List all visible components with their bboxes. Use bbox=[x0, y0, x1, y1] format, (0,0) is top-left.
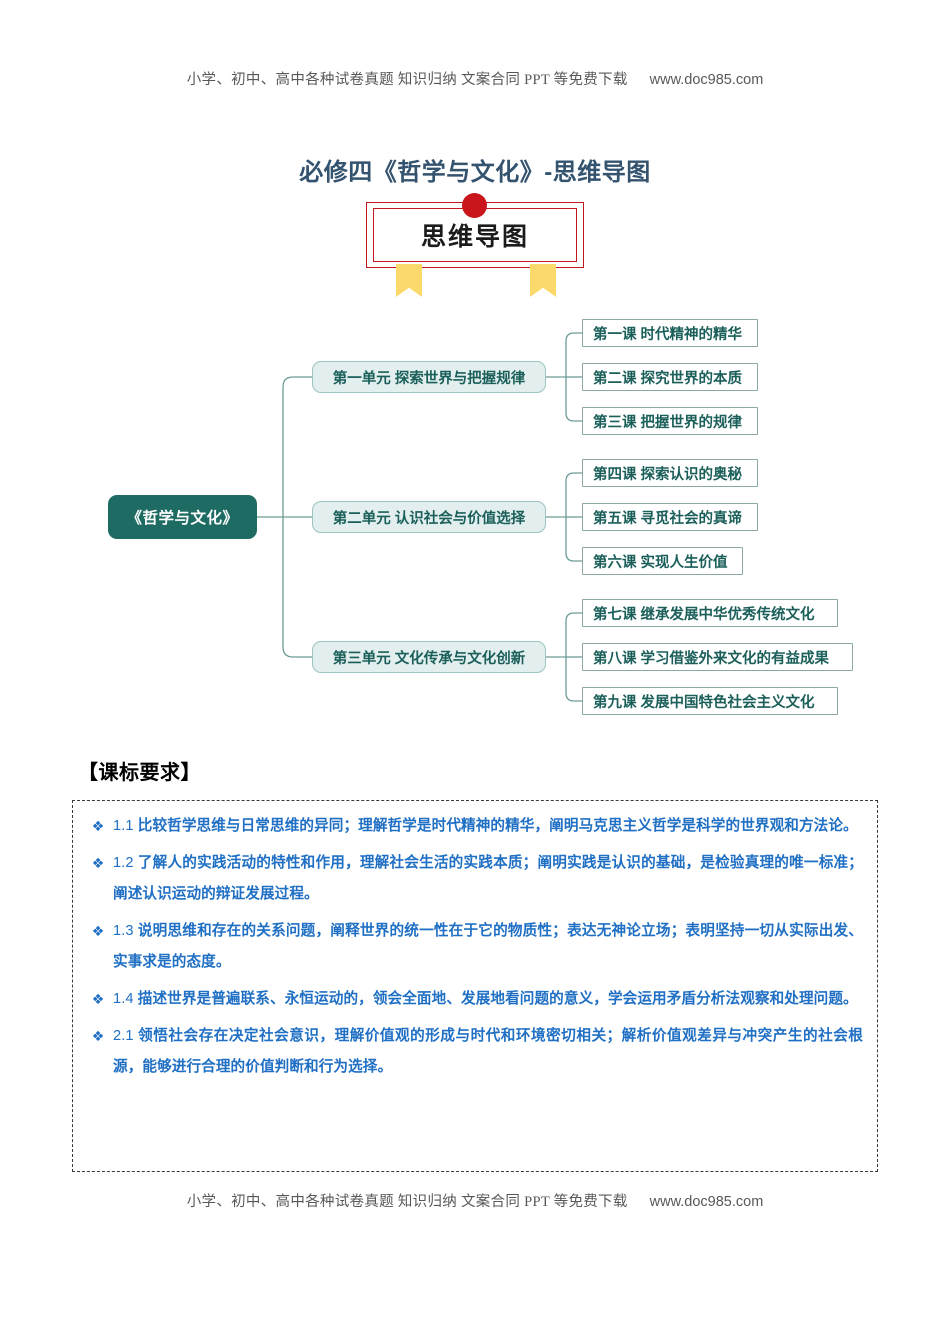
requirement-body: 了解人的实践活动的特性和作用，理解社会生活的实践本质；阐明实践是认识的基础，是检… bbox=[113, 855, 863, 902]
requirement-item: ❖ 1.4 描述世界是普遍联系、永恒运动的，领会全面地、发展地看问题的意义，学会… bbox=[83, 984, 863, 1015]
requirement-number: 1.1 bbox=[113, 818, 138, 834]
mindmap-unit-node-2[interactable]: 第二单元 认识社会与价值选择 bbox=[312, 501, 546, 533]
requirement-body: 描述世界是普遍联系、永恒运动的，领会全面地、发展地看问题的意义，学会运用矛盾分析… bbox=[137, 991, 858, 1007]
mindmap-lesson-node-1-1[interactable]: 第一课 时代精神的精华 bbox=[582, 319, 758, 347]
requirement-body: 领悟社会存在决定社会意识，理解价值观的形成与时代和环境密切相关；解析价值观差异与… bbox=[113, 1028, 863, 1075]
mindmap-lesson-node-2-2[interactable]: 第五课 寻觅社会的真谛 bbox=[582, 503, 758, 531]
diamond-bullet-icon: ❖ bbox=[91, 991, 105, 1007]
banner-title: 思维导图 bbox=[420, 223, 529, 251]
ribbon-bookmark-left-icon bbox=[396, 264, 422, 297]
mindmap-root-node[interactable]: 《哲学与文化》 bbox=[108, 495, 257, 539]
mindmap-lesson-node-3-3[interactable]: 第九课 发展中国特色社会主义文化 bbox=[582, 687, 838, 715]
banner-circle-icon bbox=[462, 193, 487, 218]
mindmap-lesson-node-3-1[interactable]: 第七课 继承发展中华优秀传统文化 bbox=[582, 599, 838, 627]
requirements-box: ❖ 1.1 比较哲学思维与日常思维的异同；理解哲学是时代精神的精华，阐明马克思主… bbox=[72, 800, 878, 1172]
mindmap-lesson-label-3-1: 第七课 继承发展中华优秀传统文化 bbox=[593, 606, 815, 623]
mindmap-connectors bbox=[257, 332, 582, 702]
page-title: 必修四《哲学与文化》-思维导图 bbox=[299, 159, 651, 186]
requirement-body: 比较哲学思维与日常思维的异同；理解哲学是时代精神的精华，阐明马克思主义哲学是科学… bbox=[137, 818, 858, 834]
mindmap-lesson-label-2-3: 第六课 实现人生价值 bbox=[593, 554, 728, 571]
mindmap-lesson-node-2-1[interactable]: 第四课 探索认识的奥秘 bbox=[582, 459, 758, 487]
mindmap-lesson-label-1-3: 第三课 把握世界的规律 bbox=[593, 414, 743, 431]
mindmap-lesson-label-2-2: 第五课 寻觅社会的真谛 bbox=[593, 510, 743, 527]
diamond-bullet-icon: ❖ bbox=[91, 923, 105, 939]
requirement-number: 2.1 bbox=[113, 1028, 139, 1044]
mindmap-lesson-label-1-1: 第一课 时代精神的精华 bbox=[593, 326, 743, 343]
watermark-url: www.doc985.com bbox=[649, 1194, 764, 1210]
footer-watermark: 小学、初中、高中各种试卷真题 知识归纳 文案合同 PPT 等免费下载 www.do… bbox=[0, 1190, 950, 1211]
diamond-bullet-icon: ❖ bbox=[91, 855, 105, 871]
mindmap-lesson-node-3-2[interactable]: 第八课 学习借鉴外来文化的有益成果 bbox=[582, 643, 853, 671]
requirement-text: 2.1 领悟社会存在决定社会意识，理解价值观的形成与时代和环境密切相关；解析价值… bbox=[113, 1021, 863, 1083]
mindmap-diagram: 《哲学与文化》 第一单元 探索世界与把握规律 第一课 时代精神的精华 第二课 探… bbox=[0, 310, 950, 730]
watermark-url: www.doc985.com bbox=[649, 72, 764, 88]
requirement-text: 1.4 描述世界是普遍联系、永恒运动的，领会全面地、发展地看问题的意义，学会运用… bbox=[113, 984, 863, 1015]
mindmap-lesson-label-1-2: 第二课 探究世界的本质 bbox=[593, 370, 743, 387]
mindmap-lesson-node-1-2[interactable]: 第二课 探究世界的本质 bbox=[582, 363, 758, 391]
requirement-item: ❖ 1.3 说明思维和存在的关系问题，阐释世界的统一性在于它的物质性；表达无神论… bbox=[83, 916, 863, 978]
mindmap-lesson-label-2-1: 第四课 探索认识的奥秘 bbox=[593, 466, 743, 483]
diamond-bullet-icon: ❖ bbox=[91, 1028, 105, 1044]
requirement-number: 1.3 bbox=[113, 923, 138, 939]
mindmap-banner: 思维导图 bbox=[366, 193, 584, 268]
ribbon-bookmark-right-icon bbox=[530, 264, 556, 297]
requirement-item: ❖ 1.2 了解人的实践活动的特性和作用，理解社会生活的实践本质；阐明实践是认识… bbox=[83, 848, 863, 910]
mindmap-unit-label-1: 第一单元 探索世界与把握规律 bbox=[332, 370, 526, 387]
requirement-text: 1.2 了解人的实践活动的特性和作用，理解社会生活的实践本质；阐明实践是认识的基… bbox=[113, 848, 863, 910]
mindmap-lesson-node-1-3[interactable]: 第三课 把握世界的规律 bbox=[582, 407, 758, 435]
requirement-item: ❖ 1.1 比较哲学思维与日常思维的异同；理解哲学是时代精神的精华，阐明马克思主… bbox=[83, 811, 863, 842]
watermark-text: 小学、初中、高中各种试卷真题 知识归纳 文案合同 PPT 等免费下载 bbox=[186, 1194, 628, 1210]
diamond-bullet-icon: ❖ bbox=[91, 818, 105, 834]
requirement-body: 说明思维和存在的关系问题，阐释世界的统一性在于它的物质性；表达无神论立场；表明坚… bbox=[113, 923, 863, 970]
header-watermark: 小学、初中、高中各种试卷真题 知识归纳 文案合同 PPT 等免费下载 www.do… bbox=[0, 68, 950, 89]
requirements-heading: 【课标要求】 bbox=[78, 762, 201, 784]
mindmap-root-label: 《哲学与文化》 bbox=[126, 510, 239, 527]
mindmap-unit-node-1[interactable]: 第一单元 探索世界与把握规律 bbox=[312, 361, 546, 393]
mindmap-lesson-label-3-2: 第八课 学习借鉴外来文化的有益成果 bbox=[593, 650, 830, 667]
requirement-number: 1.2 bbox=[113, 855, 138, 871]
requirement-item: ❖ 2.1 领悟社会存在决定社会意识，理解价值观的形成与时代和环境密切相关；解析… bbox=[83, 1021, 863, 1083]
mindmap-lesson-label-3-3: 第九课 发展中国特色社会主义文化 bbox=[593, 694, 815, 711]
mindmap-unit-label-2: 第二单元 认识社会与价值选择 bbox=[332, 510, 526, 527]
watermark-text: 小学、初中、高中各种试卷真题 知识归纳 文案合同 PPT 等免费下载 bbox=[186, 72, 628, 88]
requirement-text: 1.3 说明思维和存在的关系问题，阐释世界的统一性在于它的物质性；表达无神论立场… bbox=[113, 916, 863, 978]
requirement-number: 1.4 bbox=[113, 991, 138, 1007]
mindmap-lesson-node-2-3[interactable]: 第六课 实现人生价值 bbox=[582, 547, 743, 575]
requirement-text: 1.1 比较哲学思维与日常思维的异同；理解哲学是时代精神的精华，阐明马克思主义哲… bbox=[113, 811, 863, 842]
mindmap-unit-node-3[interactable]: 第三单元 文化传承与文化创新 bbox=[312, 641, 546, 673]
mindmap-unit-label-3: 第三单元 文化传承与文化创新 bbox=[332, 650, 526, 667]
